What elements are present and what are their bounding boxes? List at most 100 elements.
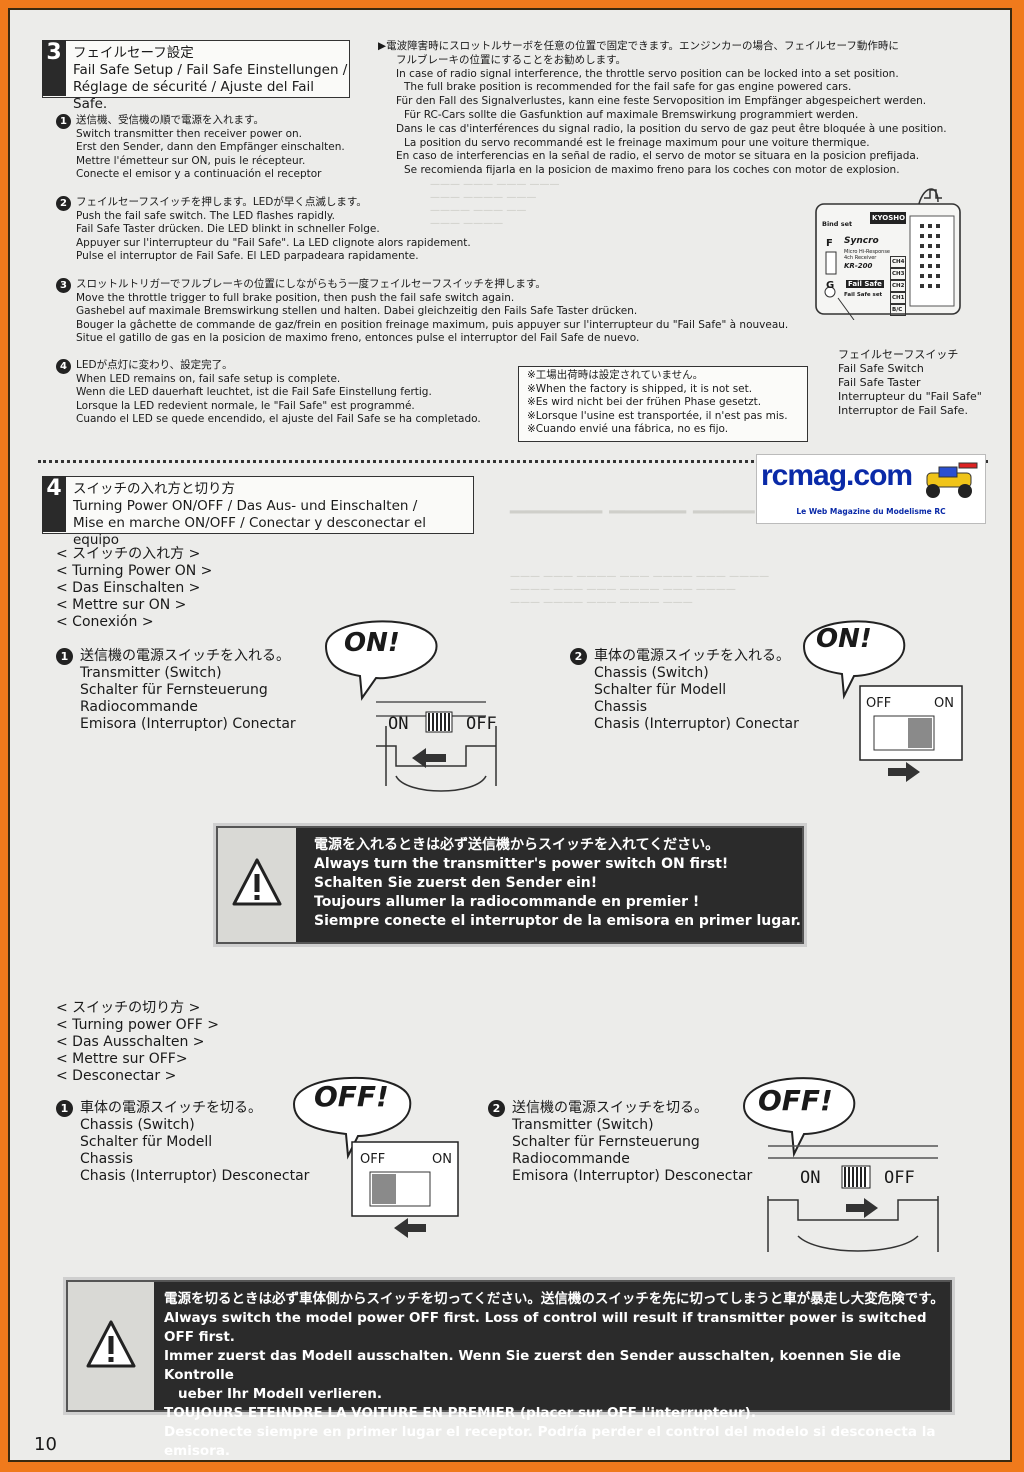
switch-on-label: ON xyxy=(432,1152,452,1167)
channel-label: B/C xyxy=(890,304,907,316)
warning-line: Always switch the model power OFF first.… xyxy=(164,1310,927,1345)
warning-icon-box xyxy=(68,1282,154,1410)
failsafe-step-4: LEDが点灯に変わり、設定完了。 When LED remains on, fa… xyxy=(76,359,516,427)
switch-on-label: ON xyxy=(388,714,409,734)
section-title-jp: フェイルセーフ設定 xyxy=(73,45,194,61)
note-line: ※Cuando envié una fábrica, no es fijo. xyxy=(527,423,729,435)
step-line: Chassis xyxy=(80,1151,133,1167)
warning-line: Always turn the transmitter's power swit… xyxy=(314,856,729,872)
f-label: F xyxy=(826,238,833,249)
caption-line: Interruptor de Fail Safe. xyxy=(838,404,968,417)
step-bullet: 1 xyxy=(56,1100,73,1117)
step-bullet: 1 xyxy=(56,648,73,665)
failsafe-set-label: Fail Safe set xyxy=(844,292,883,298)
header-line: < Mettre sur OFF> xyxy=(56,1051,188,1067)
section-4-header: 4 スイッチの入れ方と切り方 Turning Power ON/OFF / Da… xyxy=(42,476,474,548)
step-line: Situe el gatillo de gas en la posicion d… xyxy=(76,332,640,344)
bleed-through-heading: ▔▔▔▔▔▔ ▔▔▔▔▔ ▔▔▔▔ xyxy=(510,510,755,534)
step-line: Erst den Sender, dann den Empfänger eins… xyxy=(76,141,345,153)
warning-line: ueber Ihr Modell verlieren. xyxy=(178,1386,382,1402)
switch-off-label: OFF xyxy=(466,714,497,734)
failsafe-step-3: スロットルトリガーでフルブレーキの位置にしながらもう一度フェイルセーフスイッチを… xyxy=(76,278,796,346)
note-line: ※When the factory is shipped, it is not … xyxy=(527,382,753,395)
header-line: < スイッチの切り方 > xyxy=(56,1000,201,1016)
chassis-switch-drawing xyxy=(802,620,963,782)
header-line: < スイッチの入れ方 > xyxy=(56,546,201,562)
step-line: Schalter für Modell xyxy=(594,682,727,698)
channel-label: CH4 xyxy=(890,256,907,268)
g-label: G xyxy=(826,280,835,291)
section-number: 4 xyxy=(42,476,66,532)
bleed-through-text: ——— ——— ———— ——— ———— ——— ———————— ——— —… xyxy=(510,571,770,608)
buggy-icon xyxy=(926,462,978,498)
intro-line: Se recomienda fijarla en la posicion de … xyxy=(404,164,900,177)
manual-page: 3 フェイルセーフ設定 Fail Safe Setup / Fail Safe … xyxy=(8,8,1012,1462)
header-line: < Das Ausschalten > xyxy=(56,1034,205,1050)
step-bullet: 2 xyxy=(488,1100,505,1117)
switch-off-label: OFF xyxy=(884,1168,915,1188)
intro-line: フルブレーキの位置にすることをお勧めします。 xyxy=(396,53,627,66)
step-line: 送信機の電源スイッチを入れる。 xyxy=(80,648,290,664)
warning-line: Immer zuerst das Modell ausschalten. Wen… xyxy=(164,1348,901,1383)
warning-icon-box xyxy=(218,828,296,942)
page-number: 10 xyxy=(34,1434,57,1455)
step-line: Push the fail safe switch. The LED flash… xyxy=(76,209,335,222)
step-line: Pulse el interruptor de Fail Safe. El LE… xyxy=(76,250,419,262)
step-line: Conecte el emisor y a continuación el re… xyxy=(76,168,322,180)
step-bullet: 4 xyxy=(56,359,71,374)
step-line: 送信機、受信機の順で電源を入れます。 xyxy=(76,114,264,126)
receiver-model: KR-200 xyxy=(844,262,873,270)
step-bullet: 3 xyxy=(56,278,71,293)
step-line: Cuando el LED se quede encendido, el aju… xyxy=(76,413,481,425)
step-line: Switch transmitter then receiver power o… xyxy=(76,127,302,140)
channel-label: CH1 xyxy=(890,292,907,304)
section-title-jp: スイッチの入れ方と切り方 xyxy=(73,481,235,497)
step-line: 送信機の電源スイッチを切る。 xyxy=(512,1100,708,1116)
channel-label: CH3 xyxy=(890,268,907,280)
warning-line: Schalten Sie zuerst den Sender ein! xyxy=(314,875,598,891)
warning-power-on: 電源を入れるときは必ず送信機からスイッチを入れてください。 Always tur… xyxy=(216,826,804,944)
receiver-desc: Micro Hi-Response xyxy=(844,249,891,255)
step-line: Chassis (Switch) xyxy=(594,665,709,681)
warning-power-off: 電源を切るときは必ず車体側からスイッチを切ってください。送信機のスイッチを先に切… xyxy=(66,1280,952,1459)
step-line: Schalter für Fernsteuerung xyxy=(512,1134,700,1150)
step-line: Chasis (Interruptor) Desconectar xyxy=(80,1168,310,1184)
channel-label: CH2 xyxy=(890,280,907,292)
caption-line: Fail Safe Switch xyxy=(838,362,924,375)
step-line: スロットルトリガーでフルブレーキの位置にしながらもう一度フェイルセーフスイッチを… xyxy=(76,278,546,290)
step-line: Chasis (Interruptor) Conectar xyxy=(594,716,799,732)
step-line: Appuyer sur l'interrupteur du "Fail Safe… xyxy=(76,236,471,249)
brand-label: KYOSHO xyxy=(872,214,906,222)
header-line: < Turning Power ON > xyxy=(56,563,213,579)
warning-icon xyxy=(86,1320,136,1368)
step-line: When LED remains on, fail safe setup is … xyxy=(76,372,341,385)
section-divider xyxy=(38,460,988,463)
note-line: ※Es wird nicht bei der frühen Phase gese… xyxy=(527,396,762,408)
warning-line: 電源を入れるときは必ず送信機からスイッチを入れてください。 xyxy=(314,837,720,853)
header-line: < Turning power OFF > xyxy=(56,1017,219,1033)
on-step-1: 送信機の電源スイッチを入れる。 Transmitter (Switch) Sch… xyxy=(80,648,296,733)
section-title-line: Mise en marche ON/OFF / Conectar y desco… xyxy=(73,515,426,548)
note-line: ※工場出荷時は設定されていません。 xyxy=(527,369,704,381)
step-line: Mettre l'émetteur sur ON, puis le récept… xyxy=(76,154,306,167)
failsafe-intro: ▶電波障害時にスロットルサーボを任意の位置で固定できます。エンジンカーの場合、フ… xyxy=(378,40,998,178)
caption-line: Interrupteur du "Fail Safe" xyxy=(838,390,982,403)
step-line: Radiocommande xyxy=(512,1151,630,1167)
header-line: < Conexión > xyxy=(56,614,154,630)
section-number: 3 xyxy=(42,40,66,96)
step-line: Schalter für Modell xyxy=(80,1134,213,1150)
step-line: Schalter für Fernsteuerung xyxy=(80,682,268,698)
warning-icon xyxy=(232,858,282,906)
channel-labels: CH4 CH3 CH2 CH1 B/C xyxy=(890,256,907,316)
transmitter-drawing xyxy=(324,620,497,792)
failsafe-label: Fail Safe xyxy=(846,280,884,288)
warning-line: Toujours allumer la radiocommande en pre… xyxy=(314,894,700,910)
off-bubble-text: OFF! xyxy=(758,1084,833,1117)
failsafe-step-1: 送信機、受信機の順で電源を入れます。 Switch transmitter th… xyxy=(76,114,496,182)
step-line: Wenn die LED dauerhaft leuchtet, ist die… xyxy=(76,386,432,398)
off-step-2: 送信機の電源スイッチを切る。 Transmitter (Switch) Scha… xyxy=(512,1100,752,1185)
warning-line: TOUJOURS ETEINDRE LA VOITURE EN PREMIER … xyxy=(164,1405,756,1421)
warning-line: Desconecte siempre en primer lugar el re… xyxy=(164,1424,936,1459)
caption-line: Fail Safe Taster xyxy=(838,376,921,389)
transmitter-drawing xyxy=(742,1077,939,1252)
